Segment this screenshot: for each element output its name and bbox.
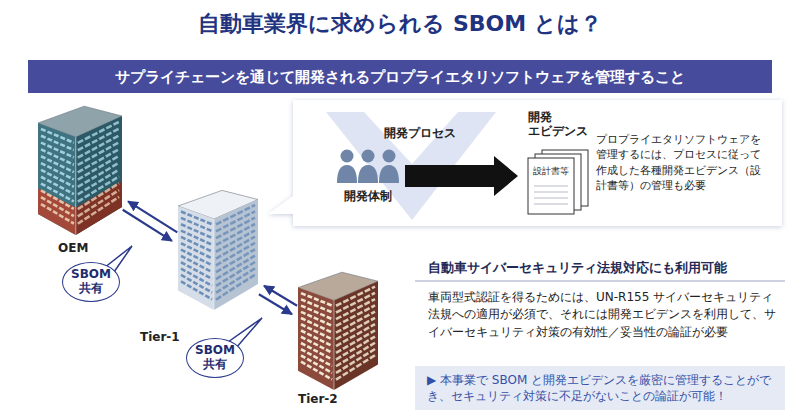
building-art	[298, 262, 378, 390]
building-tier1: Tier-1	[178, 180, 258, 348]
node-text: 開発 エビデンス	[528, 110, 592, 139]
node-text: OEM	[58, 241, 88, 255]
node-text: ▶ 本事業で SBOM と開発エビデンスを厳密に管理することができ、セキュリティ…	[415, 366, 785, 410]
share-arrow	[264, 286, 297, 306]
building-tier2: Tier-2	[298, 262, 378, 410]
subtitle-band: サプライチェーンを通じて開発されるプロプライエタリソフトウェアを管理すること	[28, 60, 772, 93]
section-body: 車両型式認証を得るためには、UN-R155 サイバーセキュリティ法規への適用が必…	[428, 289, 778, 341]
diagram-title: 自動車業界に求められる SBOM とは？	[0, 10, 800, 39]
node-text: プロプライエタリソフトウェアを管理するには、プロセスに従って作成した各種開発エビ…	[596, 132, 770, 194]
node-text: Tier-2	[298, 392, 338, 406]
people-icon	[335, 145, 401, 187]
callout-bubble	[268, 100, 782, 226]
note-box: ▶ 本事業で SBOM と開発エビデンスを厳密に管理することができ、セキュリティ…	[415, 366, 785, 410]
process-arrow	[405, 156, 518, 196]
node-text: Tier-1	[140, 330, 180, 344]
node-text: SBOM 共有	[192, 344, 238, 372]
node-text: 開発体制	[335, 189, 401, 203]
node-text: SBOM 共有	[68, 268, 114, 296]
node-subtext: 設計書等	[530, 166, 572, 177]
share-arrow	[259, 294, 292, 314]
process-label: 開発プロセス	[384, 125, 456, 142]
building-oem: OEM	[38, 95, 122, 259]
speech-oval: SBOM 共有	[62, 262, 120, 302]
section-rule	[415, 281, 785, 282]
callout-box: プロプライエタリソフトウェアを管理するには、プロセスに従って作成した各種開発エビ…	[293, 100, 782, 226]
speech-oval: SBOM 共有	[186, 338, 244, 378]
node-text: サプライチェーンを通じて開発されるプロプライエタリソフトウェアを管理すること	[115, 68, 685, 86]
building-art	[178, 180, 258, 310]
share-arrow	[128, 201, 177, 232]
section-heading: 自動車サイバーセキュリティ法規対応にも利用可能	[428, 259, 727, 277]
building-art	[38, 95, 122, 235]
team-group: 開発体制	[335, 145, 401, 207]
evidence-docs: 開発 エビデンス設計書等	[520, 110, 592, 218]
